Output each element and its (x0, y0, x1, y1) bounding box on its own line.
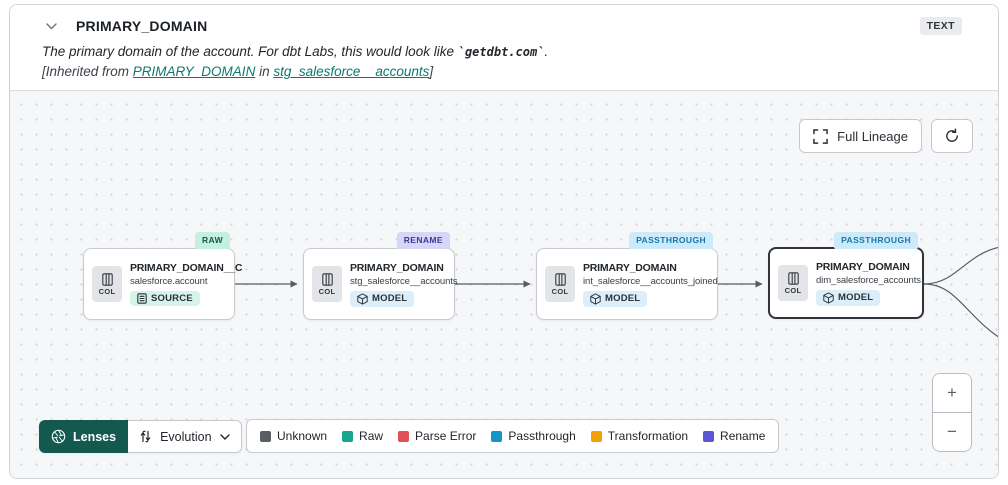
column-icon (554, 272, 566, 286)
node-title: PRIMARY_DOMAIN (816, 260, 910, 273)
zoom-controls: + − (932, 373, 972, 452)
refresh-icon (946, 128, 958, 142)
column-chip: COL (778, 265, 808, 301)
legend-item: Raw (342, 429, 383, 443)
column-title: PRIMARY_DOMAIN (76, 18, 208, 34)
legend-item: Unknown (260, 429, 327, 443)
zoom-in-button[interactable]: + (933, 374, 971, 413)
column-icon (787, 271, 799, 285)
node-title: PRIMARY_DOMAIN (350, 261, 444, 274)
legend-swatch (260, 430, 271, 442)
zoom-out-button[interactable]: − (933, 413, 971, 451)
node-subtitle: stg_salesforce__accounts (350, 275, 458, 287)
legend-item: Passthrough (491, 429, 576, 443)
inherited-from-note: [Inherited from PRIMARY_DOMAIN in stg_sa… (42, 64, 434, 79)
description-text: The primary domain of the account. For d… (42, 44, 458, 59)
legend-swatch (590, 430, 602, 442)
mutation-tag: RENAME (396, 232, 450, 249)
lens-aperture-icon (51, 429, 66, 444)
column-chip: COL (545, 266, 575, 302)
column-icon (101, 272, 113, 286)
lenses-button[interactable]: Lenses (39, 420, 129, 453)
legend-swatch (342, 430, 354, 442)
column-chip: COL (92, 266, 122, 302)
legend-item: Rename (703, 429, 765, 443)
inherited-model-link[interactable]: stg_salesforce__accounts (273, 64, 430, 79)
chevron-down-icon[interactable] (40, 15, 62, 37)
column-chip: COL (312, 266, 342, 302)
node-title: PRIMARY_DOMAIN (583, 261, 677, 274)
refresh-button[interactable] (931, 119, 973, 153)
model-cube-icon (823, 291, 834, 304)
legend-swatch (703, 430, 715, 442)
mutation-tag: PASSTHROUGH (629, 232, 713, 249)
column-icon (321, 272, 333, 286)
lineage-node-stg[interactable]: RENAME COL PRIMARY_DOMAIN stg_salesforce… (303, 232, 458, 320)
lineage-canvas[interactable]: RAW COL PRIMARY_DOMAIN__C salesforce.acc… (10, 91, 998, 478)
legend-item: Transformation (590, 429, 688, 443)
lenses-control: Lenses Evolution (39, 420, 242, 453)
node-subtitle: salesforce.account (130, 276, 208, 287)
mutation-legend: Unknown Raw Parse Error Passthrough Tran… (246, 419, 780, 453)
lineage-node-source[interactable]: RAW COL PRIMARY_DOMAIN__C salesforce.acc… (83, 232, 243, 320)
mutation-tag: PASSTHROUGH (834, 232, 918, 249)
source-table-icon (137, 293, 147, 304)
model-cube-icon (590, 292, 601, 305)
legend-item: Parse Error (398, 429, 476, 443)
column-description: The primary domain of the account. For d… (42, 44, 549, 59)
mutation-tag: RAW (194, 232, 230, 249)
data-type-badge: TEXT (919, 17, 962, 35)
inherited-column-link[interactable]: PRIMARY_DOMAIN (132, 64, 256, 79)
node-subtitle: dim_salesforce_accounts (816, 274, 921, 286)
description-code: `getdbt.com` (457, 45, 545, 59)
legend-swatch (491, 430, 503, 442)
resource-type-badge: MODEL (350, 290, 415, 307)
full-lineage-button[interactable]: Full Lineage (799, 119, 922, 153)
expand-icon (813, 128, 828, 144)
model-cube-icon (357, 292, 368, 305)
panel-header: PRIMARY_DOMAIN TEXT The primary domain o… (10, 5, 998, 91)
lens-mode-dropdown[interactable]: Evolution (128, 420, 242, 453)
node-subtitle: int_salesforce__accounts_joined (583, 275, 718, 287)
lineage-node-dim[interactable]: PASSTHROUGH COL PRIMARY_DOMAIN dim_sales… (768, 232, 924, 319)
resource-type-badge: MODEL (583, 290, 648, 307)
column-lineage-panel: PRIMARY_DOMAIN TEXT The primary domain o… (9, 4, 999, 479)
legend-swatch (398, 430, 410, 442)
resource-type-badge: SOURCE (130, 291, 200, 306)
evolution-arrows-icon (140, 430, 151, 443)
chevron-down-icon (219, 433, 230, 440)
resource-type-badge: MODEL (816, 289, 881, 306)
lineage-node-int[interactable]: PASSTHROUGH COL PRIMARY_DOMAIN int_sales… (536, 232, 718, 320)
node-title: PRIMARY_DOMAIN__C (130, 262, 243, 274)
